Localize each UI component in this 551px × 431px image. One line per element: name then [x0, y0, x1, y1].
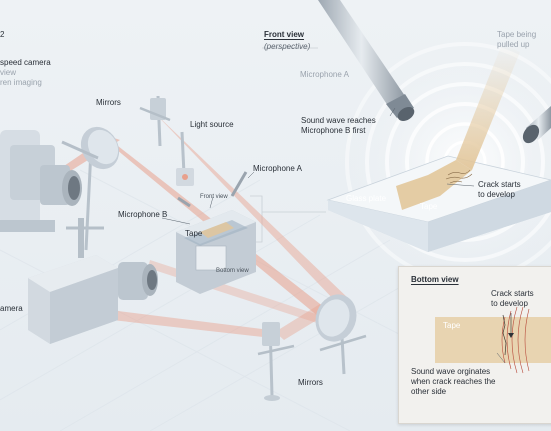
crack-arrowhead [508, 333, 514, 338]
bottom-crack [502, 314, 507, 356]
microphone-b-label: Microphone B [118, 210, 168, 219]
setup-microphone-a-label: Microphone A [253, 164, 302, 173]
camera-label: speed camera [0, 58, 51, 67]
front-view-small-label: Front view [200, 194, 228, 200]
bottom-crack-line-1: Crack starts [491, 289, 534, 298]
mirrors-bottom-label: Mirrors [298, 378, 323, 387]
mirror-top-right [139, 95, 171, 147]
sound-leader-line [496, 352, 506, 364]
high-speed-camera-top [0, 130, 82, 232]
front-tape-label: Tape [420, 202, 438, 211]
setup-tape-label: Tape [185, 229, 203, 238]
camera-partial-label: amera [0, 304, 23, 313]
front-crack-line-2: to develop [478, 190, 515, 199]
front-microphone-a-label: Microphone A [300, 70, 349, 79]
tape-pulled-line-1: Tape being [497, 30, 537, 39]
front-view-title: Front view [264, 30, 305, 39]
front-crack-line-1: Crack starts [478, 180, 521, 189]
bottom-tape-label: Tape [443, 321, 461, 330]
bottom-tape-strip [435, 317, 551, 363]
front-view-subtitle: (perspective) [264, 42, 311, 51]
mirror-bottom-left [257, 321, 295, 401]
crack-lines [445, 169, 473, 184]
sound-wave-line-1: Sound wave reaches [301, 116, 376, 125]
light-source [176, 131, 194, 186]
bottom-crack-line-2: to develop [491, 299, 528, 308]
top-left-caption: speed camera view ren imaging [0, 58, 51, 88]
tape-pulled-line-2: pulled up [497, 40, 530, 49]
bottom-crack-caption: Crack starts to develop [491, 289, 534, 309]
bottom-sound-line-3: other side [411, 387, 447, 396]
sound-wave-line-2: Microphone B first [301, 126, 366, 135]
front-microphone-b [522, 106, 551, 144]
view-label: view [0, 68, 17, 77]
imaging-label: ren imaging [0, 78, 42, 87]
mirrors-top-label: Mirrors [96, 98, 121, 107]
bottom-sound-caption: Sound wave orginates when crack reaches … [411, 367, 496, 397]
mirror-bottom-right [315, 294, 367, 375]
bottom-view-illustration [435, 306, 551, 374]
glass-plate-label: Glass plate [346, 194, 387, 203]
bottom-view-small-label: Bottom view [216, 268, 249, 274]
light-source-label: Light source [190, 120, 234, 129]
leader-lines [161, 107, 475, 225]
bottom-sound-line-2: when crack reaches the [411, 377, 496, 386]
test-rig [176, 171, 256, 294]
front-microphone-a [318, 0, 415, 121]
bottom-wave-arcs [501, 306, 530, 374]
bottom-sound-line-1: Sound wave orginates [411, 367, 491, 376]
bottom-view-panel: Bottom view Crack starts to develop Tape… [398, 266, 551, 424]
mirror-top-left [61, 126, 120, 251]
sound-wave-caption: Sound wave reaches Microphone B first [301, 116, 376, 136]
bottom-view-title: Bottom view [411, 275, 459, 284]
tape-pulled-caption: Tape being pulled up [497, 30, 536, 50]
high-speed-camera-bottom [28, 218, 158, 344]
panel-number: 2 [0, 30, 5, 39]
front-crack-caption: Crack starts to develop [478, 180, 521, 200]
